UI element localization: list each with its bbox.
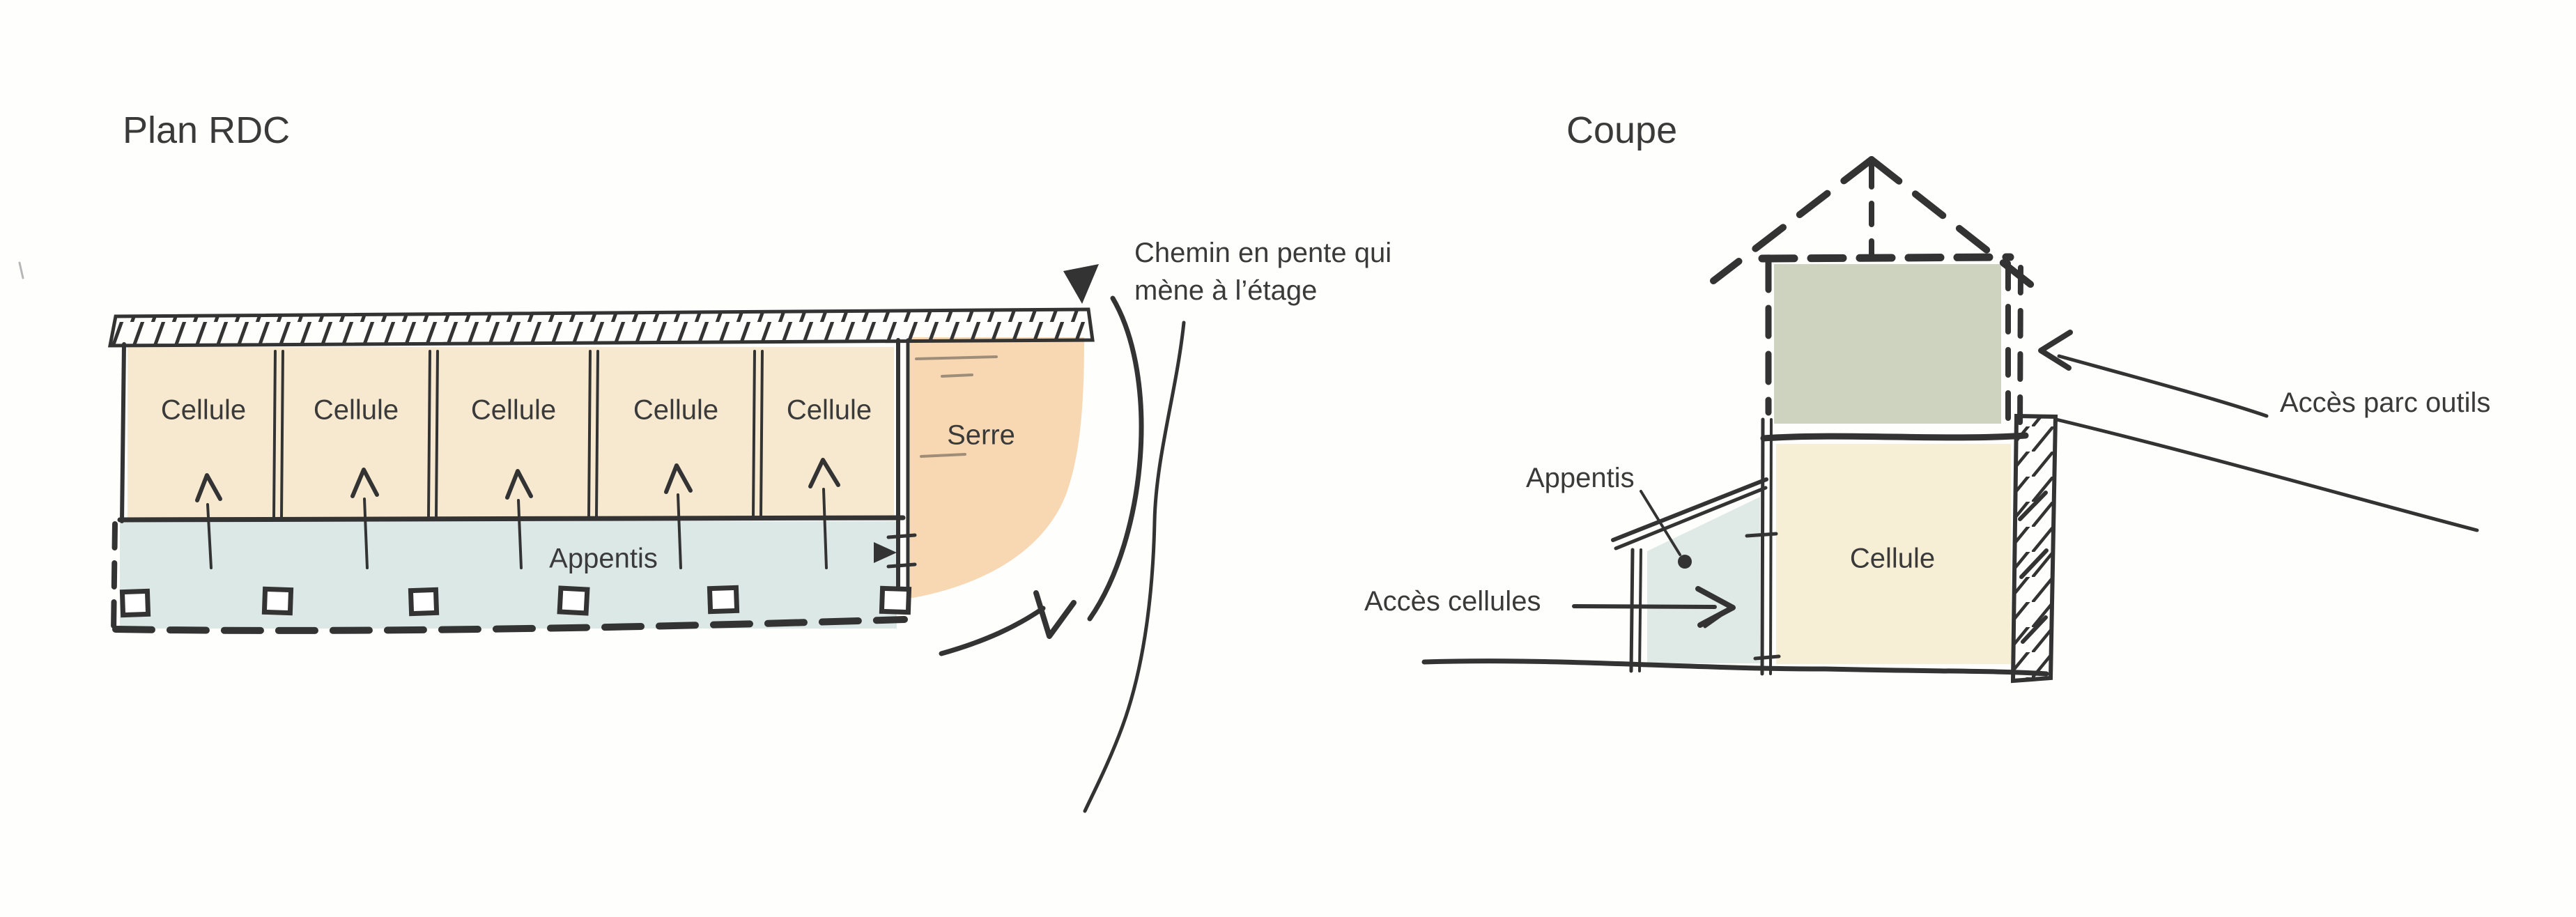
- plan-left-wall: [120, 342, 126, 523]
- access-tools-arrow: [2038, 330, 2269, 418]
- appentis-leader-line: [1640, 490, 1681, 556]
- coupe-cell-wall: [1745, 417, 1781, 676]
- path-edge-line: [1083, 321, 1186, 813]
- plan-drawing: [18, 261, 1186, 813]
- coupe-cell-area: [1776, 444, 2011, 664]
- ramp-up-arrow: [1063, 264, 1144, 622]
- coupe-appentis-area: [1647, 497, 1760, 663]
- terrain-slope-line: [2054, 417, 2479, 532]
- roof-hatch-band: [107, 307, 1095, 348]
- cell-label: Cellule: [633, 394, 719, 426]
- cell-label: Cellule: [470, 394, 557, 426]
- coupe-title: Coupe: [1566, 109, 1678, 151]
- appentis-coupe-label: Appentis: [1526, 463, 1635, 493]
- appentis-plan-label: Appentis: [549, 543, 658, 574]
- plan-title: Plan RDC: [123, 109, 291, 151]
- retaining-wall: [2010, 413, 2058, 684]
- appentis-leader-dot: [1678, 555, 1692, 569]
- serre-wall: [886, 338, 917, 600]
- cell-label: Cellule: [786, 394, 872, 426]
- cellule-coupe-label: Cellule: [1849, 543, 1936, 574]
- dashed-upper-box: [1758, 253, 2023, 433]
- upper-level-area: [1774, 264, 2001, 424]
- ground-line: [1421, 658, 2049, 677]
- post-square: [119, 585, 912, 618]
- door-arrow-icon: [874, 542, 897, 563]
- cell-label: Cellule: [160, 394, 247, 426]
- cell-divider: [272, 350, 764, 518]
- ramp-down-arrow: [939, 590, 1077, 656]
- slope-path-note: Chemin en pente qui mène à l’étage: [1134, 238, 1392, 306]
- sketch-texture: [915, 355, 998, 458]
- stray-mark: [18, 261, 24, 279]
- serre-area: [910, 337, 1084, 598]
- access-tools-label: Accès parc outils: [2280, 387, 2491, 418]
- coupe-drawing: [1421, 156, 2479, 684]
- floor-line: [1760, 432, 2029, 442]
- appentis-area: [120, 521, 897, 629]
- access-cells-label: Accès cellules: [1364, 586, 1541, 617]
- serre-label: Serre: [947, 419, 1015, 451]
- cell-access-arrow: [195, 458, 840, 569]
- appentis-dashed-left: [111, 521, 118, 634]
- appentis-dashed-bottom: [112, 616, 908, 634]
- coupe-appentis-structure: [1611, 477, 1768, 673]
- appentis-top-line: [117, 515, 906, 523]
- access-cells-arrow: [1572, 586, 1736, 629]
- cell-label: Cellule: [313, 394, 399, 426]
